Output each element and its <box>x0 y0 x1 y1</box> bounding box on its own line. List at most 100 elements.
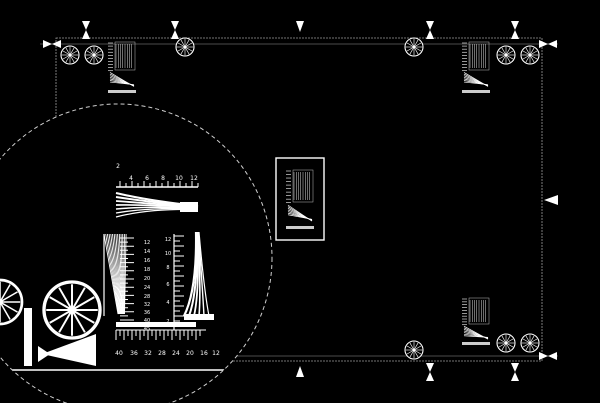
left-scale-label: 14 <box>144 249 150 255</box>
fan-line <box>463 81 489 86</box>
top-scale-label: 2 <box>116 163 120 170</box>
bowtie-mark <box>171 30 179 39</box>
bottom-scale-label: 40 <box>115 350 123 357</box>
wheel-spoke <box>413 46 419 55</box>
left-scale-label: 28 <box>144 294 150 300</box>
patch-box <box>114 41 136 71</box>
wheel-spoke <box>58 309 73 333</box>
pointer-triangle <box>42 334 96 366</box>
left-scale-label: 16 <box>144 258 150 264</box>
wheel-spoke <box>65 47 71 56</box>
wheel-hub <box>528 53 532 57</box>
wheel-spoke <box>0 291 18 303</box>
fan-line <box>287 214 313 220</box>
vertical-fan-line <box>115 233 122 315</box>
right-scale-label: 2 <box>166 319 169 325</box>
vertical-fan-line <box>110 233 121 315</box>
wheel-spoke <box>529 54 535 63</box>
corner-patch-top-left <box>108 41 136 93</box>
bowtie-mark <box>511 30 519 39</box>
wheel-spoke <box>93 50 102 56</box>
wheel-spoke <box>501 342 507 351</box>
wheel-spoke <box>184 46 193 52</box>
vertical-fan-line <box>108 233 120 315</box>
patch-bar <box>462 90 490 93</box>
wheel-spoke <box>184 42 193 48</box>
left-scale-label: 18 <box>144 267 150 273</box>
siemens-star-icon <box>520 45 540 65</box>
siemens-star-icon <box>42 280 102 340</box>
right-scale-label: 4 <box>166 300 169 306</box>
wheel-spoke <box>409 46 415 55</box>
wheel-spoke <box>413 39 419 48</box>
tall-fan-base <box>184 314 214 320</box>
wheel-spoke <box>505 342 511 351</box>
bowtie-mark <box>426 372 434 381</box>
bowtie-mark <box>539 40 548 48</box>
wheel-spoke <box>0 284 11 303</box>
bottom-scale-label: 24 <box>172 350 180 357</box>
vertical-fan-line <box>113 233 122 315</box>
bottom-scale-label: 20 <box>186 350 194 357</box>
wheel-spoke <box>69 50 78 56</box>
wheel-spoke <box>522 338 531 344</box>
right-scale-labels: 12 10 8 6 4 2 <box>165 237 171 325</box>
wheel-spoke <box>71 309 95 324</box>
wheel-hub <box>92 53 96 57</box>
wheel-spoke <box>525 54 531 63</box>
center-target-box <box>275 157 325 241</box>
left-scale-label: 36 <box>144 310 150 316</box>
wheel-spoke <box>89 54 95 63</box>
small-triangle <box>38 346 50 362</box>
bowtie-mark <box>548 40 557 48</box>
wheel-spoke <box>498 50 507 56</box>
wheel-hub <box>0 298 4 306</box>
wheel-hub <box>68 53 72 57</box>
wheel-spoke <box>529 50 538 56</box>
bottom-bar <box>116 322 196 327</box>
wheel-spoke <box>413 42 422 48</box>
alignment-triangle <box>296 366 304 377</box>
patch-bar <box>108 90 136 93</box>
bowtie-mark <box>171 21 179 30</box>
wheel-spoke <box>409 349 415 358</box>
fan-line <box>463 335 489 338</box>
bowtie-mark <box>548 352 557 360</box>
bowtie-mark <box>511 363 519 372</box>
left-scale-label: 45 <box>144 326 150 332</box>
wheel-spoke <box>71 287 86 311</box>
wheel-spoke <box>529 47 535 56</box>
tall-fan-line <box>198 231 210 317</box>
resolution-patch <box>108 41 136 93</box>
magnified-resolution-chart <box>0 181 272 371</box>
bowtie-mark <box>511 372 519 381</box>
resolution-patch <box>462 297 490 345</box>
vertical-fan-line <box>120 233 124 315</box>
wheel-spoke <box>525 47 531 56</box>
bowtie-mark <box>426 30 434 39</box>
bowtie-mark <box>539 352 548 360</box>
wheel-spoke <box>505 338 514 344</box>
wheel-rim <box>0 278 24 326</box>
wheel-spoke <box>69 47 75 56</box>
wheel-spoke <box>93 54 102 60</box>
vertical-fan-line <box>112 233 121 315</box>
bowtie-mark <box>426 21 434 30</box>
left-scale-label: 12 <box>144 240 150 246</box>
left-scale-label: 20 <box>144 276 150 282</box>
wheel-spoke <box>529 335 535 344</box>
alignment-triangle <box>544 195 558 205</box>
patch-bar <box>286 226 314 229</box>
wheel-spoke <box>184 46 190 55</box>
wheel-spoke <box>0 301 11 320</box>
wheel-spoke <box>501 335 507 344</box>
wheel-hub <box>412 348 416 352</box>
right-scale-label: 10 <box>165 251 171 257</box>
right-scale-label: 6 <box>166 282 169 288</box>
fan-line <box>109 81 135 86</box>
corner-patch-bottom-right <box>462 297 490 345</box>
wheel-spoke <box>413 342 419 351</box>
wheel-spoke <box>498 342 507 348</box>
wheel-spoke <box>0 301 18 313</box>
